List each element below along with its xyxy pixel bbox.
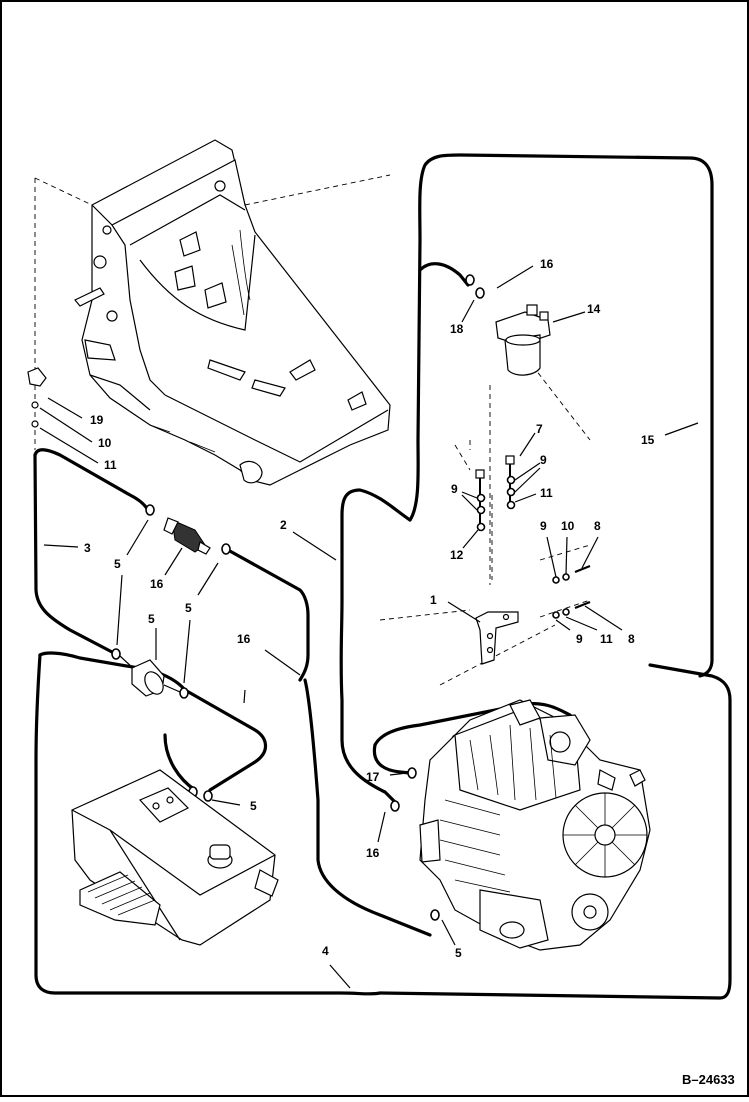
callout-8: 8 — [628, 632, 635, 646]
callout-3: 3 — [84, 541, 91, 555]
callout-5: 5 — [455, 946, 462, 960]
callout-11: 12 — [450, 548, 464, 562]
callout-5: 5 — [114, 557, 121, 571]
callout-14: 16 — [237, 632, 251, 646]
alignment-lines — [34, 174, 591, 686]
fuel-filter-assembly — [495, 304, 551, 376]
callout-4: 4 — [322, 944, 329, 958]
callout-11: 11 — [540, 486, 553, 500]
clamp — [203, 790, 213, 802]
callout-13: 15 — [641, 433, 655, 447]
clamp — [430, 909, 440, 921]
callout-16: 17 — [366, 770, 380, 784]
clamp — [465, 274, 475, 286]
callout-16: 18 — [450, 322, 464, 336]
callout-1: 1 — [430, 593, 437, 607]
callout-18: 5 — [148, 612, 155, 626]
mounting-hardware-center — [475, 455, 516, 532]
clamp — [145, 504, 155, 516]
callout-10: 10 — [561, 519, 575, 533]
hose-4-top — [38, 651, 187, 692]
fuel-shutoff-valve — [163, 517, 211, 555]
engine — [419, 699, 651, 951]
callout-12: 14 — [587, 302, 601, 316]
hose-engine-16 — [372, 743, 412, 775]
hose-engine-top — [373, 702, 572, 747]
hose-clamps — [111, 274, 485, 921]
hose-13-down — [408, 238, 422, 522]
clamp — [407, 767, 417, 779]
hose-to-filter — [418, 262, 470, 287]
callout-16: 16 — [540, 257, 554, 271]
callout-9: 10 — [98, 436, 112, 450]
callout-11: 11 — [104, 458, 117, 472]
fuel-tank — [71, 769, 279, 946]
hose-14 — [226, 548, 310, 682]
hose-4 — [34, 653, 732, 1000]
hose-3-upper — [33, 448, 150, 512]
callout-9: 9 — [576, 632, 583, 646]
callout-5: 5 — [250, 799, 257, 813]
hose-13 — [418, 153, 714, 678]
clamp — [111, 648, 121, 660]
hose-4-engine — [303, 678, 432, 937]
filter-bracket — [475, 611, 519, 665]
callout-9: 9 — [540, 519, 547, 533]
callout-17: 19 — [90, 413, 104, 427]
callout-7: 7 — [536, 422, 543, 436]
machine-frame — [74, 139, 391, 486]
callout-9: 9 — [451, 482, 458, 496]
hose-19 — [183, 688, 268, 792]
clamp — [221, 543, 231, 555]
clamp — [179, 687, 189, 699]
mounting-hardware-right — [552, 564, 591, 619]
hose-3-lower — [33, 453, 114, 654]
clamp — [475, 287, 485, 299]
callout-9: 9 — [540, 453, 547, 467]
callout-leaders — [39, 265, 699, 989]
callout-5: 5 — [185, 601, 192, 615]
callout-15: 16 — [150, 577, 164, 591]
callout-labels: 19 10 11 3 5 16 5 5 16 2 5 5 4 16 17 1 1… — [84, 257, 655, 960]
hose-2 — [339, 488, 412, 804]
bracket-hardware-left — [27, 367, 47, 428]
figure-number: B–24633 — [682, 1072, 735, 1087]
inline-fuel-filter — [119, 655, 181, 697]
callout-10: 11 — [600, 632, 613, 646]
clamp — [390, 800, 400, 812]
callout-8: 8 — [594, 519, 601, 533]
callout-16: 16 — [366, 846, 380, 860]
callout-2: 2 — [280, 518, 287, 532]
